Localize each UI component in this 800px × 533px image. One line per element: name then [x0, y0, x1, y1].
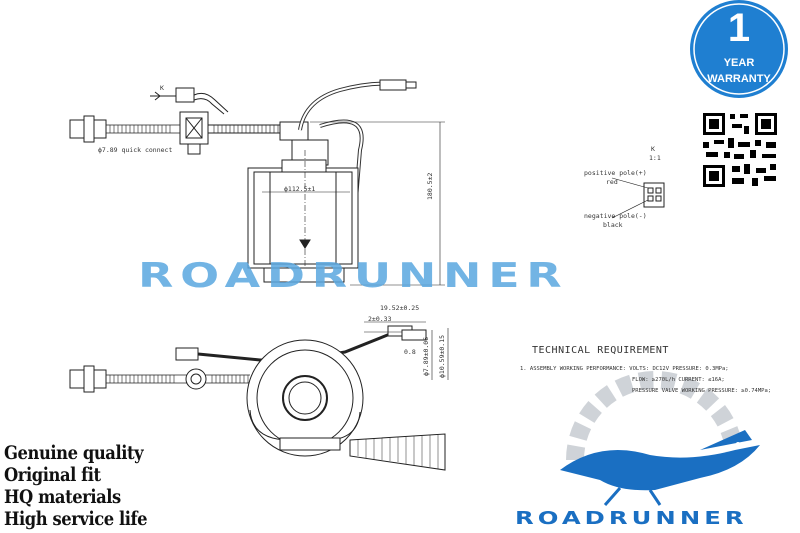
feature-item: HQ materials	[4, 486, 121, 508]
warranty-year: YEAR	[723, 57, 755, 69]
warranty-label: WARRANTY	[707, 73, 771, 85]
diameter-label: ϕ112.5±1	[284, 185, 316, 193]
technical-line-3: PRESSURE VALVE WORKING PRESSURE: ≥0.74MP…	[632, 388, 772, 394]
dim-789-label: ϕ7.89±0.06	[422, 336, 430, 376]
warranty-badge	[690, 0, 788, 98]
positive-color-label: red	[606, 178, 618, 186]
view-marker-k: K	[160, 84, 164, 92]
watermark: ROADRUNNER	[138, 256, 569, 296]
hose-ridges	[109, 125, 279, 133]
k-scale-label: 1:1	[649, 154, 661, 162]
height-label: 180.5±2	[426, 172, 434, 200]
dim-08-label: 0.8	[404, 348, 416, 356]
roadrunner-logo	[560, 371, 760, 506]
warranty-badge-text: 1 YEAR WARRANTY	[683, 2, 795, 100]
positive-pole-label: positive pole(+)	[584, 169, 647, 177]
dim-1952-label: 19.52±0.25	[380, 304, 420, 312]
k-view-connector	[611, 177, 665, 219]
feature-item: Original fit	[4, 464, 101, 486]
feature-list: Genuine quality Original fit HQ material…	[4, 442, 170, 530]
technical-line-1: 1. ASSEMBLY WORKING PERFORMANCE: VOLTS: …	[520, 366, 729, 372]
technical-title: TECHNICAL REQUIREMENT	[532, 345, 669, 356]
dim-2-label: 2±0.33	[368, 315, 392, 323]
warranty-number: 1	[727, 6, 751, 50]
dim-1059-label: ϕ10.59±0.15	[438, 334, 446, 378]
qr-code	[702, 112, 778, 188]
technical-line-2: FLOW: ≥270L/h CURRENT: ≤16A;	[632, 377, 725, 383]
negative-pole-label: negative pole(-)	[584, 212, 647, 220]
feature-item: High service life	[4, 508, 148, 530]
quick-connect-label: ϕ7.89 quick connect	[98, 146, 173, 154]
k-view-label: K	[651, 145, 655, 153]
pump-top-view	[69, 321, 449, 471]
feature-item: Genuine quality	[4, 442, 144, 464]
negative-color-label: black	[603, 221, 623, 229]
pump-side-view	[69, 79, 445, 286]
brand-name: ROADRUNNER	[515, 508, 748, 529]
